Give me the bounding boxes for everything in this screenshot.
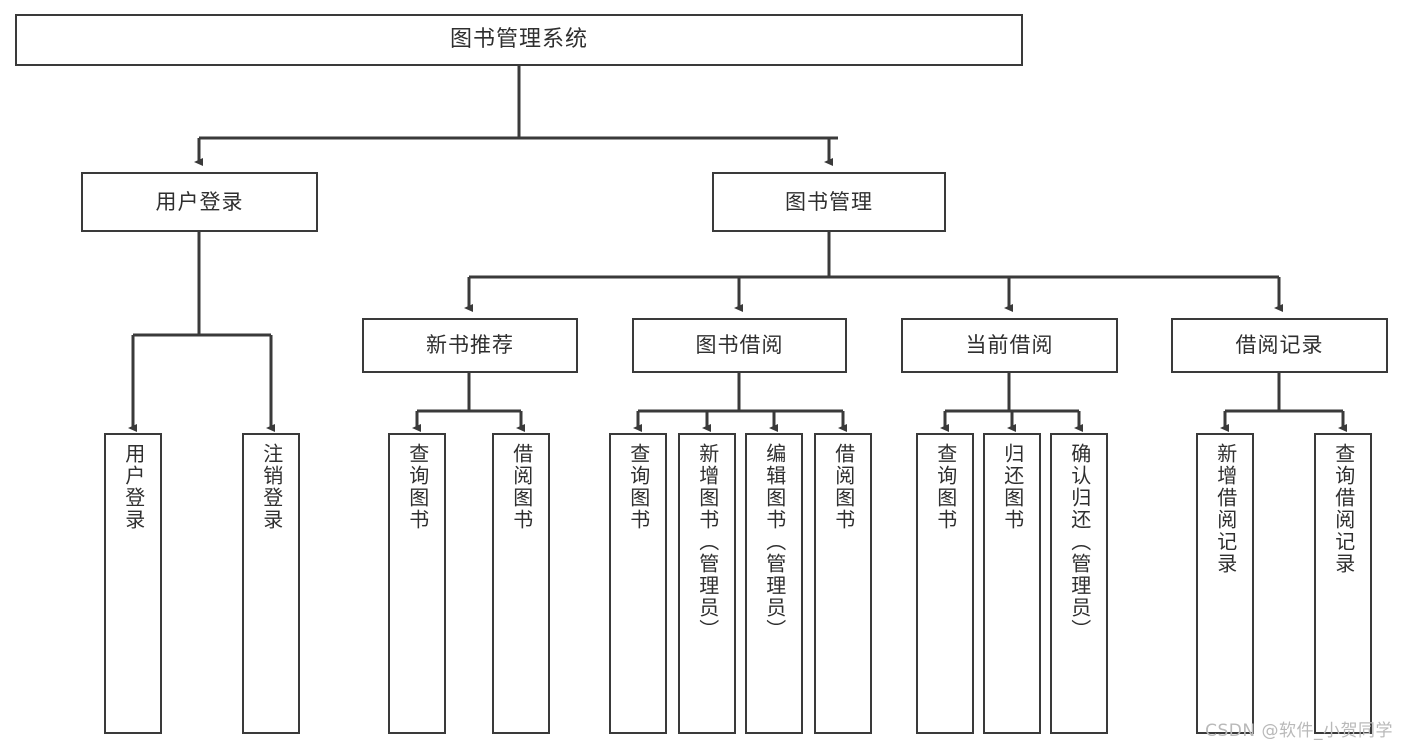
node-book-management[interactable]: 图书管理	[712, 172, 946, 232]
node-label: 用户登录	[155, 189, 244, 214]
node-label: 查询借阅记录	[1331, 443, 1356, 575]
node-label: 借阅图书	[831, 443, 856, 531]
node-label: 归还图书	[1000, 443, 1025, 531]
leaf-borrow-record-query[interactable]: 查询借阅记录	[1314, 433, 1372, 734]
node-label: 借阅记录	[1235, 333, 1324, 358]
node-label: 图书借阅	[695, 333, 784, 358]
node-label: 查询图书	[626, 443, 651, 531]
leaf-book-borrow-add[interactable]: 新增图书（管理员）	[678, 433, 736, 734]
node-label: 图书管理	[785, 189, 873, 214]
watermark-text: CSDN @软件_小贺同学	[1205, 721, 1393, 741]
node-label: 查询图书	[405, 443, 430, 531]
node-label: 新增借阅记录	[1213, 443, 1238, 575]
leaf-user-login-login[interactable]: 用户登录	[104, 433, 162, 734]
node-current-borrow[interactable]: 当前借阅	[901, 318, 1118, 373]
leaf-book-borrow-query[interactable]: 查询图书	[609, 433, 667, 734]
leaf-current-borrow-query[interactable]: 查询图书	[916, 433, 974, 734]
node-label: 借阅图书	[509, 443, 534, 531]
node-label: 注销登录	[259, 443, 284, 531]
leaf-user-login-logout[interactable]: 注销登录	[242, 433, 300, 734]
node-book-borrow[interactable]: 图书借阅	[632, 318, 847, 373]
node-label: 新书推荐	[426, 333, 514, 358]
leaf-book-borrow-borrow[interactable]: 借阅图书	[814, 433, 872, 734]
node-root-system[interactable]: 图书管理系统	[15, 14, 1023, 66]
node-user-login[interactable]: 用户登录	[81, 172, 318, 232]
leaf-current-borrow-confirm-return[interactable]: 确认归还（管理员）	[1050, 433, 1108, 734]
node-label: 查询图书	[933, 443, 958, 531]
leaf-new-book-borrow[interactable]: 借阅图书	[492, 433, 550, 734]
node-label: 新增图书（管理员）	[695, 443, 720, 641]
leaf-current-borrow-return[interactable]: 归还图书	[983, 433, 1041, 734]
leaf-borrow-record-add[interactable]: 新增借阅记录	[1196, 433, 1254, 734]
node-label: 用户登录	[121, 443, 146, 531]
node-new-book-recommend[interactable]: 新书推荐	[362, 318, 578, 373]
leaf-book-borrow-edit[interactable]: 编辑图书（管理员）	[745, 433, 803, 734]
node-borrow-record[interactable]: 借阅记录	[1171, 318, 1388, 373]
node-label: 确认归还（管理员）	[1067, 443, 1092, 641]
node-label: 编辑图书（管理员）	[762, 443, 787, 641]
leaf-new-book-query[interactable]: 查询图书	[388, 433, 446, 734]
node-label: 图书管理系统	[449, 27, 588, 53]
node-label: 当前借阅	[965, 333, 1054, 358]
